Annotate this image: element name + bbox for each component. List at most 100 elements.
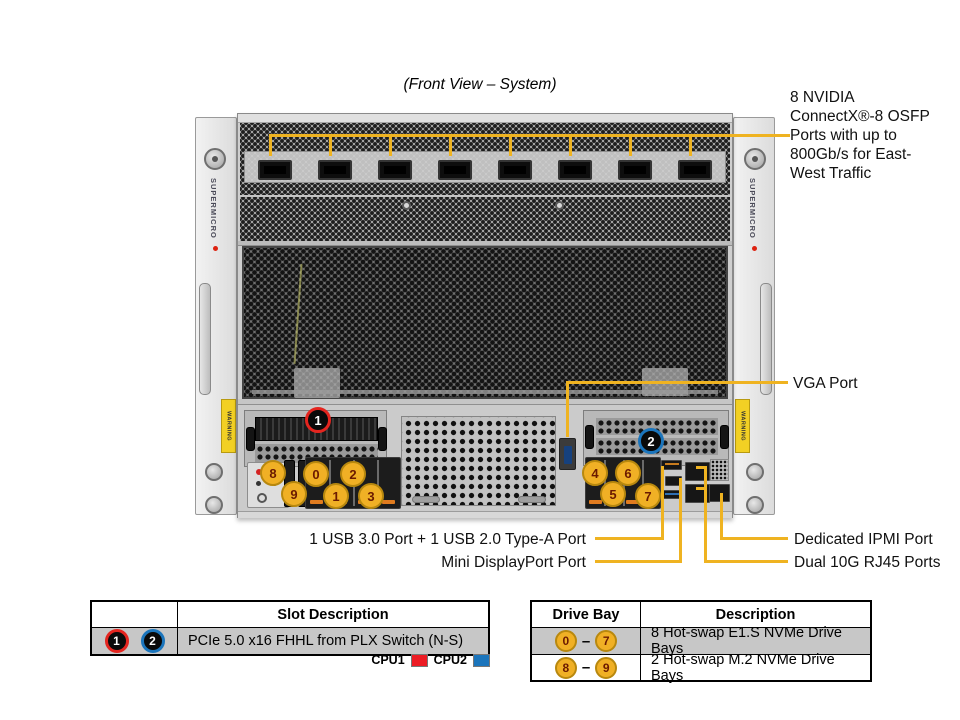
bay-number: 9 (602, 660, 610, 675)
vga-connector (564, 446, 572, 464)
chassis-body: 1 2 (237, 113, 733, 518)
cpu2-color-swatch (473, 653, 490, 667)
osfp-port-7 (618, 160, 652, 180)
front-mesh-panel (242, 246, 728, 399)
rack-ear-right: SUPERMICRO WARNING (733, 117, 775, 515)
rj45-callout-line (704, 560, 788, 563)
slot1-number: 1 (113, 634, 120, 648)
slot1-badge: 1 (305, 407, 331, 433)
bay4-badge: 4 (582, 460, 608, 486)
middle-vent-panel (401, 416, 556, 506)
brand-label: SUPERMICRO (748, 178, 757, 239)
osfp-callout-drop (389, 134, 392, 156)
bay3-number: 3 (367, 488, 375, 504)
rj45-callout-stub (696, 487, 706, 490)
vga-callout-line (566, 381, 788, 384)
latch-icon (585, 425, 594, 449)
osfp-callout-drop (269, 134, 272, 156)
bay5-badge: 5 (600, 481, 626, 507)
osfp-callout-drop (449, 134, 452, 156)
drive-led (310, 500, 323, 504)
rj45-callout-stub (696, 466, 706, 469)
io-vent (710, 459, 729, 481)
power-button (257, 493, 267, 503)
cpu2-label: CPU2 (433, 653, 467, 667)
rj45-callout-label: Dual 10G RJ45 Ports (794, 554, 941, 571)
slot1-table-badge: 1 (104, 629, 129, 653)
slot2-table-badge: 2 (140, 629, 165, 653)
slot-table-header-row: Slot Description (92, 602, 488, 627)
brand-logo-dot (213, 246, 218, 251)
osfp-port-6 (558, 160, 592, 180)
slot-table-header-empty (92, 602, 177, 627)
bay-number: 7 (602, 634, 610, 648)
bay-from-badge: 0 (554, 630, 577, 652)
ipmi-callout-drop (720, 493, 723, 540)
screw-icon (746, 463, 764, 481)
status-led (256, 481, 261, 486)
screw-icon (402, 201, 411, 210)
drive-table-row: 8 – 9 2 Hot-swap M.2 NVMe Drive Bays (532, 652, 870, 684)
range-dash: – (581, 659, 591, 676)
bay6-number: 6 (624, 465, 632, 481)
bay2-number: 2 (349, 466, 357, 482)
rj45-callout-drop (704, 466, 707, 563)
range-dash: – (581, 632, 591, 650)
bay-number: 0 (562, 634, 570, 648)
screw-icon (746, 496, 764, 514)
usb-callout-line (595, 537, 664, 540)
slot-table-badges: 1 2 (92, 628, 177, 654)
osfp-panel (240, 123, 730, 241)
bay0-badge: 0 (303, 461, 329, 487)
bay2-badge: 2 (340, 461, 366, 487)
bay8-badge: 8 (260, 460, 286, 486)
chassis-handle-right (760, 283, 772, 395)
vga-callout-drop (566, 381, 569, 437)
osfp-port-5 (498, 160, 532, 180)
slot2-badge: 2 (638, 428, 664, 454)
bay-number: 8 (562, 660, 570, 675)
description-column-header: Description (640, 602, 870, 627)
usb-callout-label: 1 USB 3.0 Port + 1 USB 2.0 Type-A Port (309, 531, 586, 548)
bay-to-badge: 9 (595, 656, 618, 679)
osfp-callout-drop (509, 134, 512, 156)
vent-slot (518, 496, 546, 503)
drive-table-row: 0 – 7 8 Hot-swap E1.S NVMe Drive Bays (532, 625, 870, 657)
bay9-number: 9 (290, 486, 298, 502)
osfp-callout-drop (329, 134, 332, 156)
slot-table-header: Slot Description (177, 602, 488, 627)
osfp-port-1 (258, 160, 292, 180)
latch-icon (246, 427, 255, 451)
top-bezel-strip (238, 114, 732, 123)
bay1-number: 1 (332, 488, 340, 504)
latch-icon (720, 425, 729, 449)
drive-bay-column-header: Drive Bay (552, 606, 620, 623)
panel-seam (240, 195, 730, 197)
internal-cable (293, 264, 303, 364)
ipmi-callout-label: Dedicated IPMI Port (794, 531, 933, 548)
slot2-number: 2 (647, 433, 655, 449)
bay6-badge: 6 (615, 460, 641, 486)
inner-rail (252, 390, 718, 394)
brand-label: SUPERMICRO (209, 178, 218, 239)
osfp-port-3 (378, 160, 412, 180)
slot-description: PCIe 5.0 x16 FHHL from PLX Switch (N-S) (177, 628, 488, 654)
brand-logo-dot (752, 246, 757, 251)
slot1-number: 1 (314, 412, 322, 428)
ipmi-port (709, 484, 730, 502)
cpu1-color-swatch (410, 653, 428, 667)
drive-table-header-row: Drive Bay Description (532, 602, 870, 627)
thumbscrew-icon (744, 148, 766, 170)
drive-led (626, 500, 639, 504)
warning-sticker-left: WARNING (221, 399, 236, 453)
page-title: (Front View – System) (403, 76, 557, 93)
osfp-port-2 (318, 160, 352, 180)
drive-bay-range: 8 – 9 (532, 655, 640, 680)
osfp-callout-drop (629, 134, 632, 156)
osfp-callout-drop (569, 134, 572, 156)
bay7-number: 7 (644, 488, 652, 504)
osfp-callout-line (270, 134, 790, 137)
drive-led (382, 500, 395, 504)
drive-bay-table: Drive Bay Description 0 – 7 8 Hot-swap E… (530, 600, 872, 684)
bay1-badge: 1 (323, 483, 349, 509)
